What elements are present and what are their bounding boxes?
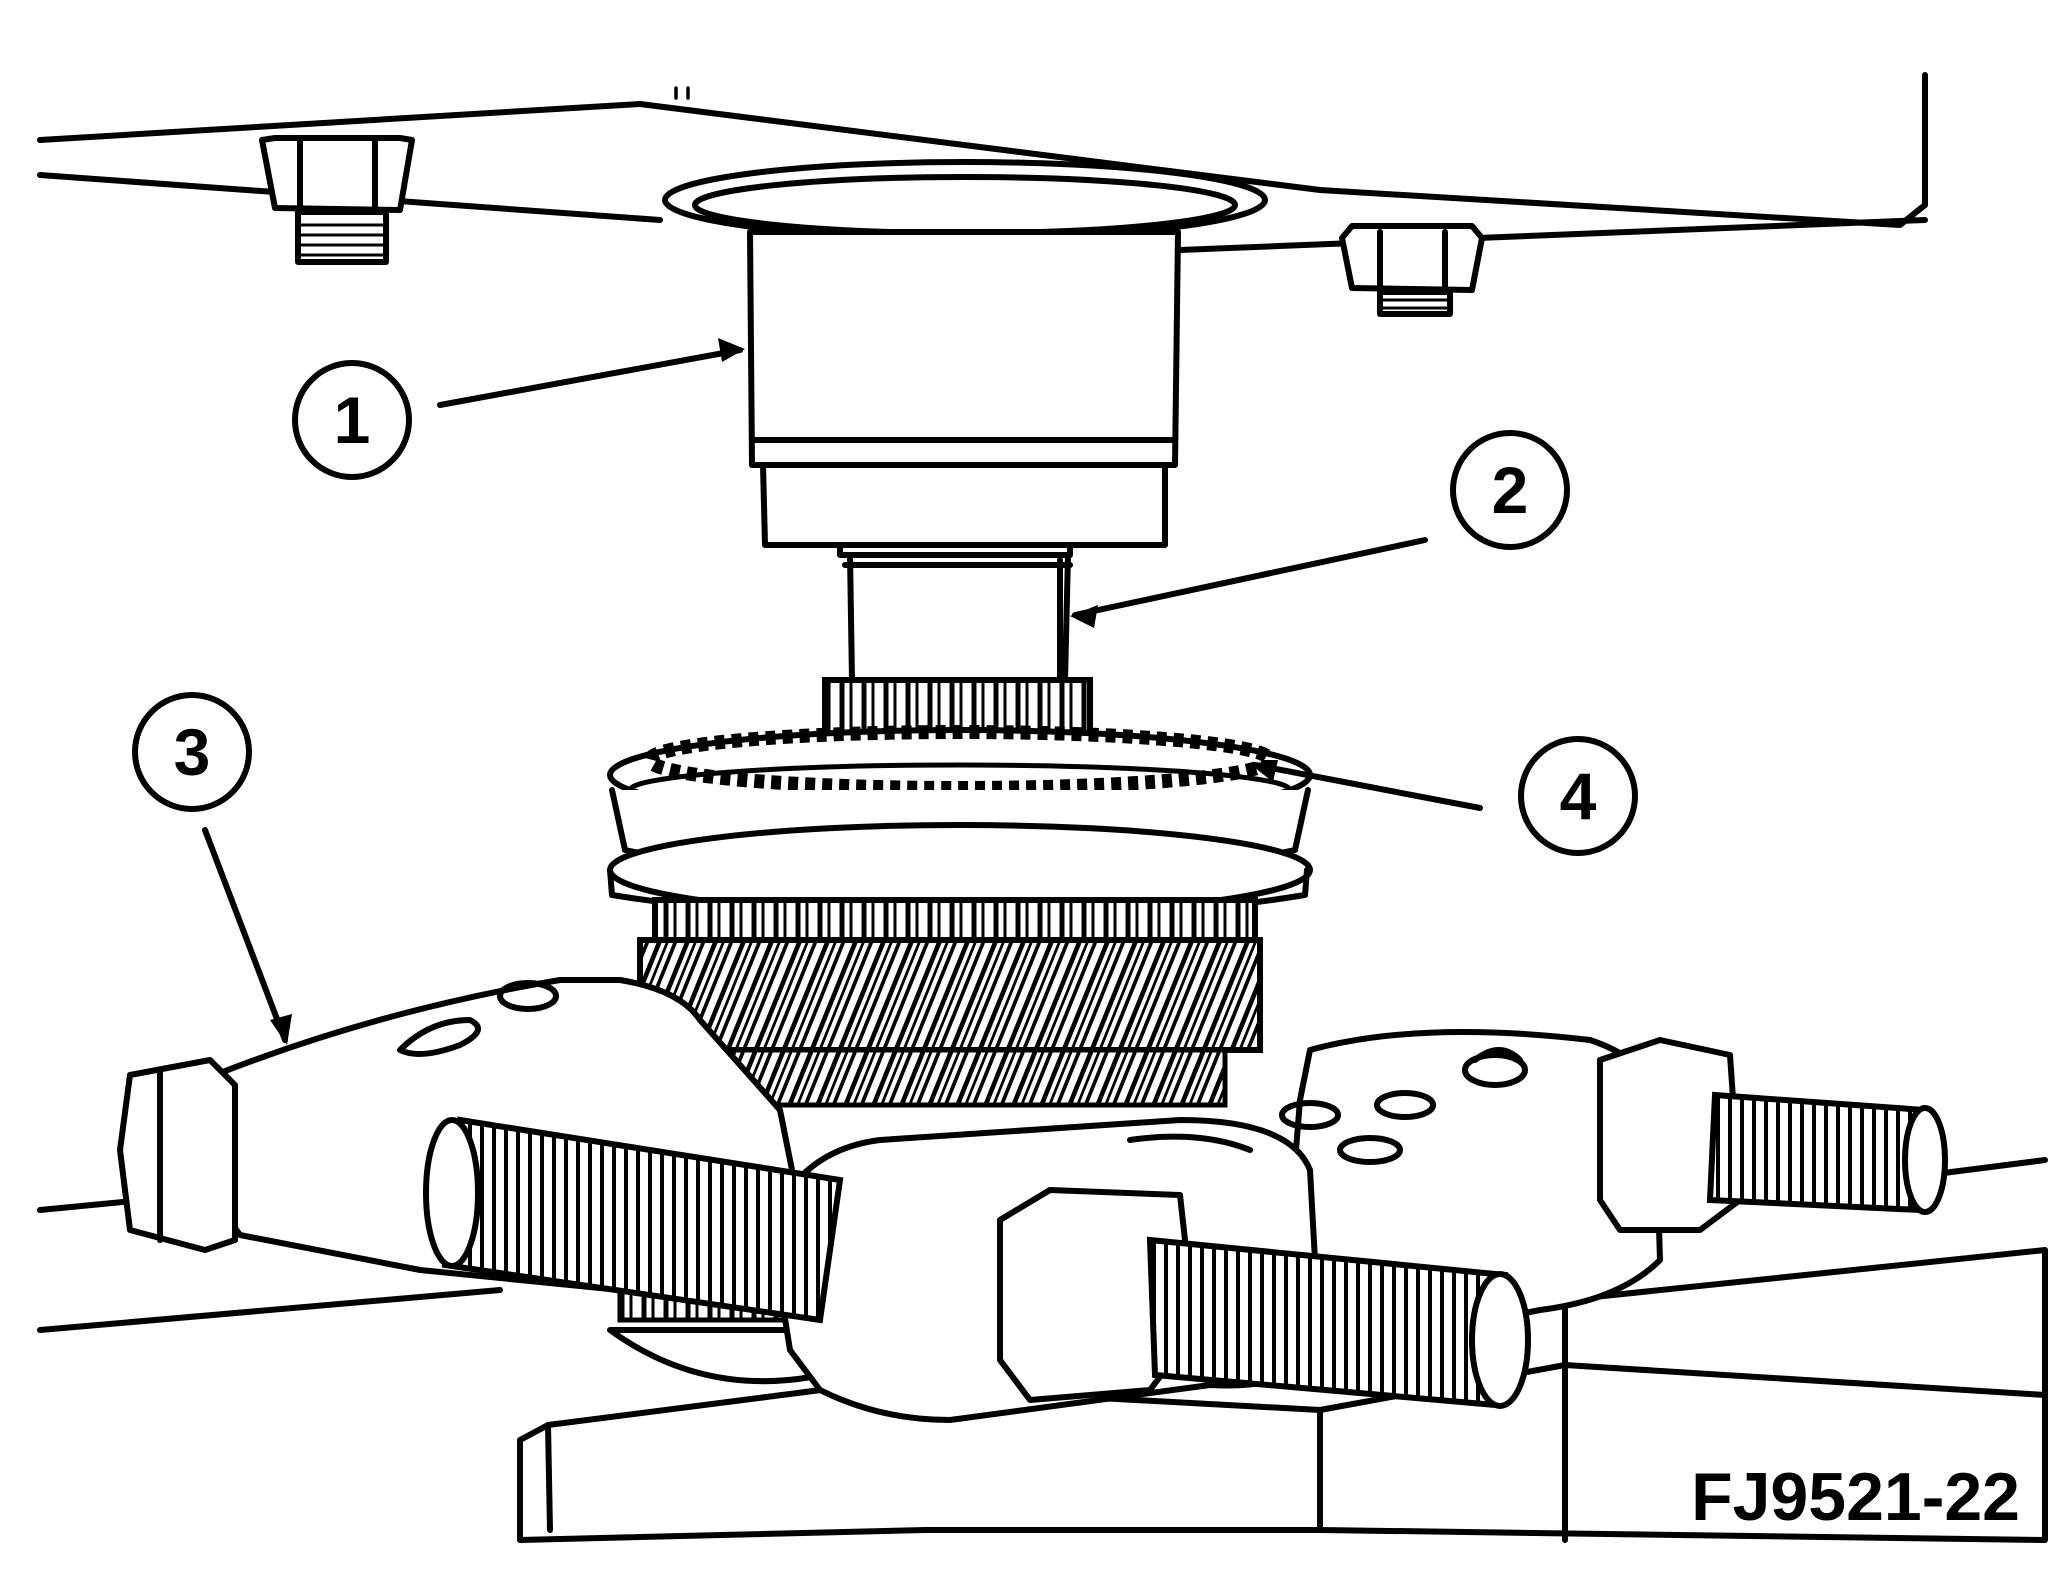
callout-3: 3 bbox=[132, 692, 292, 1045]
callout-1: 1 bbox=[292, 338, 745, 480]
press-driver-tool bbox=[662, 159, 1268, 558]
splitter-bolt-right bbox=[1146, 1236, 1531, 1409]
splitter-bolt-rear bbox=[1706, 1091, 1948, 1215]
press-bed bbox=[37, 1157, 2048, 1543]
splitter-bolt-left bbox=[423, 1116, 844, 1324]
callout-3-number: 3 bbox=[174, 715, 211, 789]
press-plate-nut-left bbox=[259, 135, 415, 265]
callout-4-number: 4 bbox=[1560, 759, 1597, 833]
figure-id-label: FJ9521-22 bbox=[1691, 1459, 2020, 1535]
callout-2: 2 bbox=[1070, 430, 1570, 628]
press-plate-nut-right bbox=[1339, 223, 1485, 317]
callout-1-number: 1 bbox=[334, 383, 371, 457]
callout-2-number: 2 bbox=[1492, 453, 1529, 527]
callout-4: 4 bbox=[1250, 736, 1638, 856]
